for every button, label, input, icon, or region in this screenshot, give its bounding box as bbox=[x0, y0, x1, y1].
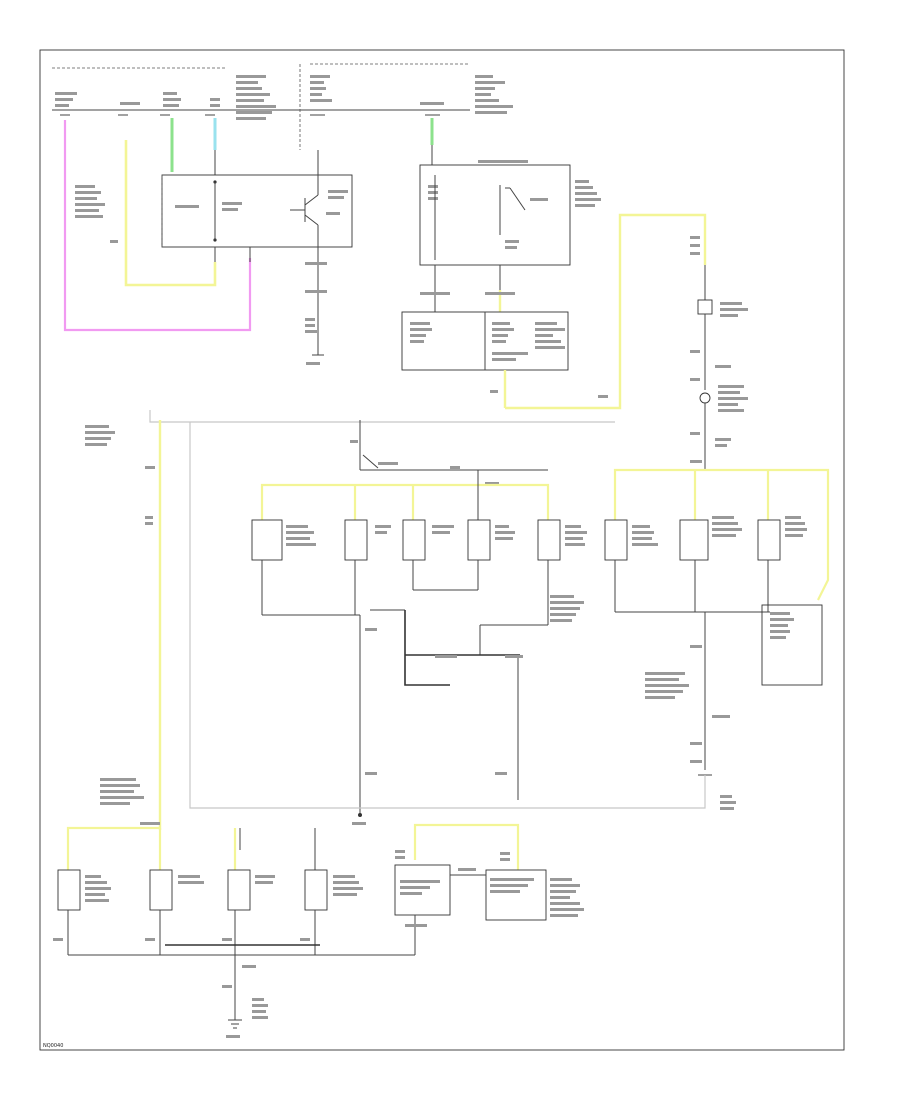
diagram-code: NQ0040 bbox=[43, 1043, 63, 1049]
top-left-module-group bbox=[52, 63, 513, 365]
bottom-module-right bbox=[485, 869, 547, 921]
lower-ground-bus bbox=[100, 775, 706, 825]
yellow-wire-left bbox=[124, 140, 217, 287]
right-dimmer-chain bbox=[505, 213, 748, 470]
top-left-module-box bbox=[161, 174, 353, 248]
right-switch-group bbox=[604, 468, 830, 810]
bottom-switch-row bbox=[53, 823, 584, 1038]
pink-wire bbox=[63, 120, 252, 332]
bottom-module-left bbox=[394, 864, 451, 916]
top-middle-cluster-group bbox=[401, 118, 601, 408]
top-middle-module-box bbox=[419, 164, 571, 266]
yellow-wire-right bbox=[505, 213, 707, 410]
middle-switch-row bbox=[251, 420, 587, 815]
middle-bulb-boxes bbox=[251, 519, 561, 561]
top-left-header-text bbox=[55, 75, 513, 120]
diagram-frame bbox=[39, 49, 845, 1051]
right-module-box bbox=[761, 604, 823, 686]
main-distribution-bus bbox=[85, 410, 615, 830]
